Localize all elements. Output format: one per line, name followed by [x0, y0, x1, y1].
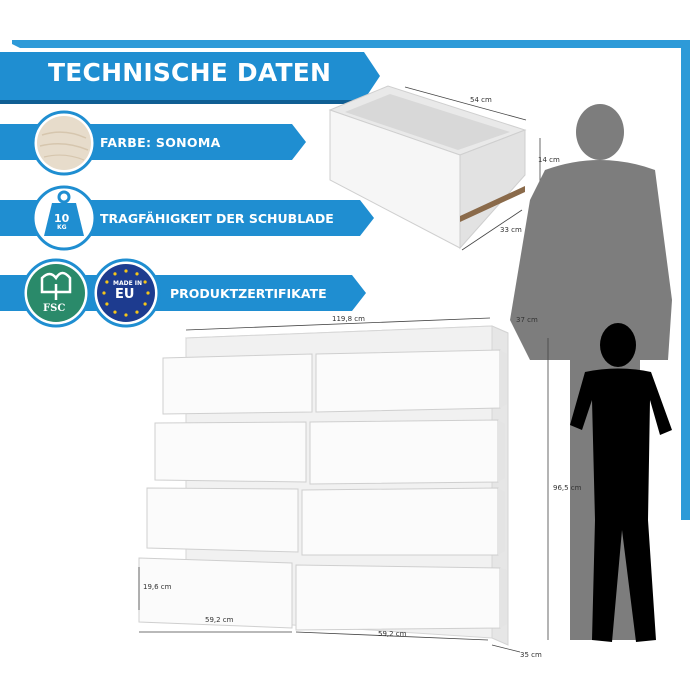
page-title: TECHNISCHE DATEN: [48, 58, 332, 87]
ribbon-certificates: [0, 275, 366, 311]
dresser-illustration: [138, 317, 549, 653]
feature-capacity-label: TRAGFÄHIGKEIT DER SCHUBLADE: [100, 211, 334, 226]
eu-star: [124, 313, 128, 317]
frame-border: [12, 40, 690, 48]
made-in-eu-badge: [91, 258, 161, 328]
dresser-width-label: 119,8 cm: [332, 315, 365, 323]
eu-star: [135, 272, 139, 276]
eu-star: [102, 291, 106, 295]
fsc-logo: [21, 258, 91, 328]
eu-star: [143, 302, 147, 306]
eu-star: [113, 310, 117, 314]
drawer-illustration: [328, 85, 541, 251]
eu-star: [143, 280, 147, 284]
weight-icon: [31, 185, 97, 251]
fsc-label: FSC: [43, 303, 66, 314]
eu-badge-top: MADE IN: [113, 280, 143, 287]
dresser-drawer-width-right-label: 59,2 cm: [378, 630, 407, 638]
dresser-drawer-width-left-label: 59,2 cm: [205, 616, 234, 624]
drawer-width-label: 54 cm: [470, 96, 492, 104]
eu-star: [105, 280, 109, 284]
drawer-height-label: 14 cm: [538, 156, 560, 164]
feature-certificates-label: PRODUKTZERTIFIKATE: [170, 286, 327, 301]
feature-color-label: FARBE: SONOMA: [100, 135, 221, 150]
wood-swatch-icon: [31, 110, 97, 176]
weight-icon-unit: KG: [57, 224, 67, 231]
eu-star: [124, 269, 128, 273]
title-ribbon-shadow: [0, 100, 366, 104]
title-ribbon: [0, 52, 380, 100]
drawer-depth-label: 33 cm: [500, 226, 522, 234]
eu-star: [113, 272, 117, 276]
dresser-depth-label: 37 cm: [516, 316, 538, 324]
weight-icon-value: 10: [54, 212, 70, 225]
eu-badge-main: EU: [115, 287, 135, 302]
eu-star: [146, 291, 150, 295]
frame-border-right: [681, 40, 690, 520]
dresser-base-depth-label: 35 cm: [520, 651, 542, 659]
eu-star: [135, 310, 139, 314]
eu-star: [105, 302, 109, 306]
child-silhouette: [570, 323, 672, 642]
dresser-height-label: 96,5 cm: [553, 484, 582, 492]
dresser-drawer-height-label: 19,6 cm: [143, 583, 172, 591]
